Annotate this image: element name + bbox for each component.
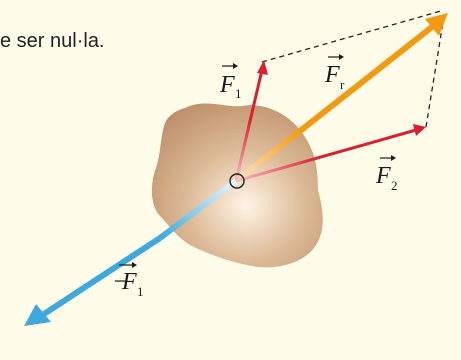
caption-text: e ser nul·la. bbox=[0, 30, 105, 52]
f2-arrow-shaft bbox=[235, 128, 417, 183]
f1-arrowhead bbox=[257, 60, 268, 75]
label-f1: F 1 bbox=[219, 63, 242, 101]
label-neg-f1-sign: − bbox=[112, 269, 128, 295]
application-point bbox=[229, 173, 245, 189]
neg-f1-arrowhead bbox=[24, 304, 51, 326]
label-f2-sub: 2 bbox=[391, 178, 398, 193]
resultant-arrow-shaft bbox=[298, 24, 434, 134]
dashed-construction-line-top bbox=[261, 10, 442, 63]
dashed-construction-line-right bbox=[425, 15, 445, 128]
resultant-arrow-shaft-inner bbox=[234, 128, 302, 184]
rigid-body-shape bbox=[151, 103, 323, 268]
label-neg-f1-letter: F bbox=[121, 269, 137, 295]
resultant-arrowhead bbox=[425, 13, 448, 36]
neg-f1-arrow-shaft-outer bbox=[42, 235, 162, 317]
label-fr-sub: r bbox=[340, 77, 345, 92]
label-neg-f1-sub: 1 bbox=[137, 284, 144, 299]
label-f2: F 2 bbox=[375, 155, 398, 193]
label-fr-letter: F bbox=[324, 62, 340, 88]
neg-f1-arrow-shaft bbox=[158, 178, 238, 241]
label-f2-letter: F bbox=[375, 163, 391, 189]
label-f1-sub: 1 bbox=[235, 86, 242, 101]
f1-arrow-shaft bbox=[234, 69, 264, 182]
label-fr: F r bbox=[324, 54, 345, 92]
f2-arrowhead bbox=[413, 124, 426, 136]
label-f1-letter: F bbox=[219, 72, 235, 98]
label-neg-f1: − F 1 bbox=[112, 262, 144, 299]
